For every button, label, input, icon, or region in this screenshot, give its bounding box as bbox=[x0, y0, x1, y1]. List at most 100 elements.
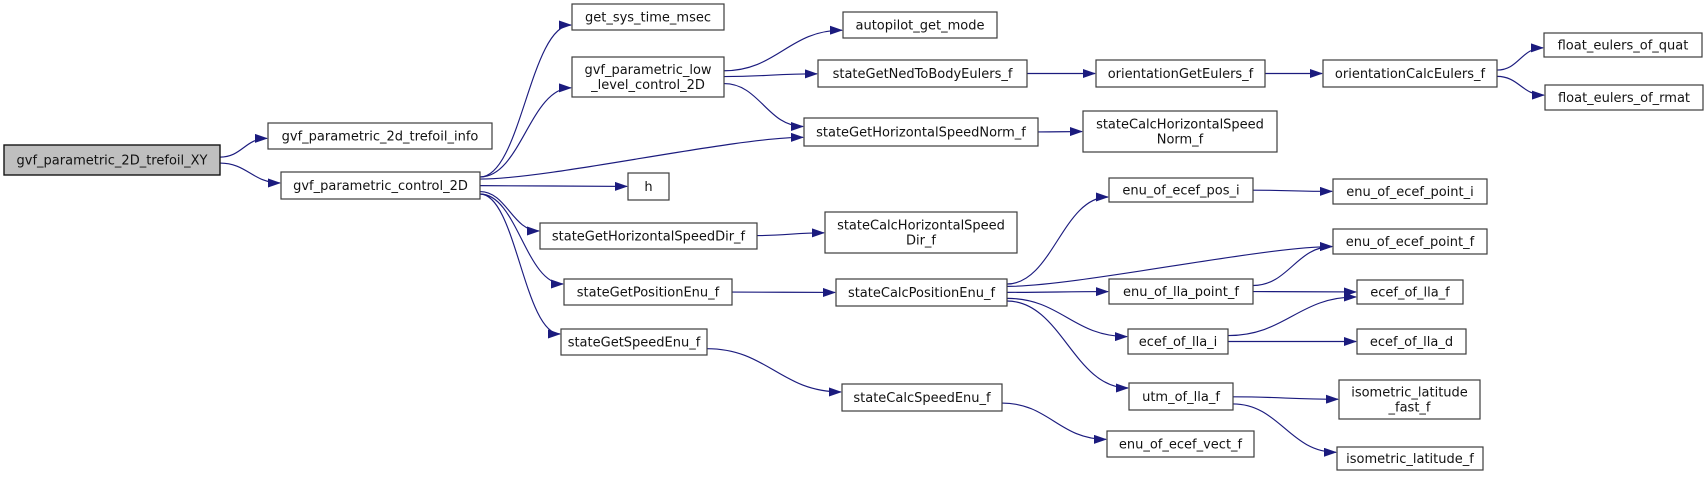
node-orientationCalcEulers_f[interactable]: orientationCalcEulers_f bbox=[1322, 59, 1498, 88]
node-box bbox=[1332, 178, 1488, 205]
edge-enu_of_ecef_pos_i-to-enu_of_ecef_point_i bbox=[1252, 186, 1333, 196]
node-box bbox=[842, 11, 998, 39]
node-box bbox=[1108, 278, 1254, 305]
edge-stateCalcPositionEnu_f-to-utm_of_lla_f bbox=[1006, 300, 1129, 393]
node-box bbox=[1356, 279, 1464, 305]
node-box bbox=[1108, 177, 1254, 203]
edge-stateCalcSpeedEnu_f-to-enu_of_ecef_vect_f bbox=[1001, 402, 1107, 444]
node-orientationGetEulers_f[interactable]: orientationGetEulers_f bbox=[1095, 59, 1266, 88]
edge-gvf_parametric_control_2D-to-h bbox=[479, 181, 628, 191]
node-utm_of_lla_f[interactable]: utm_of_lla_f bbox=[1128, 382, 1234, 411]
node-enu_of_ecef_point_i[interactable]: enu_of_ecef_point_i bbox=[1332, 178, 1488, 205]
node-stateGetHorizontalSpeedDir_f[interactable]: stateGetHorizontalSpeedDir_f bbox=[539, 222, 758, 250]
node-label: isometric_latitude_f bbox=[1346, 452, 1474, 467]
node-label: ecef_of_lla_d bbox=[1370, 335, 1453, 350]
nodes-layer: gvf_parametric_2D_trefoil_XY gvf_parametr… bbox=[3, 3, 1704, 471]
node-label: h bbox=[644, 180, 652, 195]
node-box bbox=[1336, 446, 1484, 471]
node-box bbox=[817, 59, 1028, 88]
node-ecef_of_lla_d[interactable]: ecef_of_lla_d bbox=[1356, 328, 1467, 355]
edge-stateGetSpeedEnu_f-to-stateCalcSpeedEnu_f bbox=[706, 348, 842, 397]
node-box bbox=[1095, 59, 1266, 88]
node-float_eulers_of_quat[interactable]: float_eulers_of_quat bbox=[1543, 32, 1703, 58]
node-label: enu_of_ecef_point_f bbox=[1346, 235, 1475, 250]
node-label: gvf_parametric_2D_trefoil_XY bbox=[17, 154, 208, 169]
node-label: orientationGetEulers_f bbox=[1108, 67, 1254, 82]
edge-gvf_parametric_low_level_control_2D-to-autopilot_get_mode bbox=[723, 25, 843, 72]
edge-gvf_parametric_2D_trefoil_XY-to-gvf_parametric_control_2D bbox=[219, 162, 281, 188]
node-gvf_parametric_2D_trefoil_XY[interactable]: gvf_parametric_2D_trefoil_XY bbox=[3, 144, 221, 176]
node-box bbox=[803, 117, 1039, 147]
node-stateCalcSpeedEnu_f[interactable]: stateCalcSpeedEnu_f bbox=[841, 383, 1003, 412]
node-label: enu_of_ecef_pos_i bbox=[1122, 184, 1239, 199]
edge-gvf_parametric_low_level_control_2D-to-stateGetNedToBodyEulers_f bbox=[723, 69, 818, 79]
node-box bbox=[1106, 430, 1255, 458]
node-enu_of_ecef_vect_f[interactable]: enu_of_ecef_vect_f bbox=[1106, 430, 1255, 458]
node-label: float_eulers_of_rmat bbox=[1558, 91, 1690, 106]
node-stateCalcPositionEnu_f[interactable]: stateCalcPositionEnu_f bbox=[835, 278, 1008, 307]
node-gvf_parametric_low_level_control_2D[interactable]: gvf_parametric_low_level_control_2D bbox=[571, 56, 725, 98]
node-label: ecef_of_lla_i bbox=[1139, 335, 1218, 350]
node-label: float_eulers_of_quat bbox=[1558, 39, 1689, 54]
node-label: stateGetNedToBodyEulers_f bbox=[833, 67, 1013, 82]
node-label: autopilot_get_mode bbox=[856, 19, 985, 34]
node-box bbox=[1332, 228, 1488, 255]
node-box bbox=[571, 3, 725, 31]
node-box bbox=[571, 56, 725, 98]
node-ecef_of_lla_f[interactable]: ecef_of_lla_f bbox=[1356, 279, 1464, 305]
node-box bbox=[1544, 84, 1704, 111]
node-gvf_parametric_control_2D[interactable]: gvf_parametric_control_2D bbox=[280, 171, 481, 200]
edge-gvf_parametric_control_2D-to-stateGetPositionEnu_f bbox=[479, 193, 564, 289]
node-box bbox=[824, 211, 1018, 254]
edge-utm_of_lla_f-to-isometric_latitude_fast_f bbox=[1232, 394, 1339, 404]
node-box bbox=[539, 222, 758, 250]
node-stateGetSpeedEnu_f[interactable]: stateGetSpeedEnu_f bbox=[560, 328, 708, 356]
node-box bbox=[1082, 110, 1278, 153]
node-float_eulers_of_rmat[interactable]: float_eulers_of_rmat bbox=[1544, 84, 1704, 111]
edge-gvf_parametric_control_2D-to-stateGetSpeedEnu_f bbox=[479, 193, 561, 339]
edge-stateCalcPositionEnu_f-to-enu_of_ecef_point_f bbox=[1006, 242, 1333, 287]
node-ecef_of_lla_i[interactable]: ecef_of_lla_i bbox=[1127, 328, 1229, 355]
edge-gvf_parametric_2D_trefoil_XY-to-gvf_parametric_2d_trefoil_info bbox=[219, 133, 268, 158]
node-box bbox=[280, 171, 481, 200]
node-label: stateGetSpeedEnu_f bbox=[568, 336, 701, 351]
node-box bbox=[1338, 379, 1481, 420]
node-autopilot_get_mode[interactable]: autopilot_get_mode bbox=[842, 11, 998, 39]
node-isometric_latitude_f[interactable]: isometric_latitude_f bbox=[1336, 446, 1484, 471]
node-get_sys_time_msec[interactable]: get_sys_time_msec bbox=[571, 3, 725, 31]
node-stateGetNedToBodyEulers_f[interactable]: stateGetNedToBodyEulers_f bbox=[817, 59, 1028, 88]
node-h[interactable]: h bbox=[627, 172, 670, 201]
edge-gvf_parametric_control_2D-to-stateGetHorizontalSpeedDir_f bbox=[479, 190, 540, 236]
edge-gvf_parametric_control_2D-to-get_sys_time_msec bbox=[479, 20, 572, 178]
node-label: gvf_parametric_control_2D bbox=[293, 179, 468, 194]
edge-orientationCalcEulers_f-to-float_eulers_of_rmat bbox=[1496, 75, 1545, 100]
node-box bbox=[3, 144, 221, 176]
node-label: stateGetPositionEnu_f bbox=[577, 286, 720, 301]
node-gvf_parametric_2d_trefoil_info[interactable]: gvf_parametric_2d_trefoil_info bbox=[267, 122, 493, 150]
node-label: ecef_of_lla_f bbox=[1370, 286, 1450, 301]
node-label: orientationCalcEulers_f bbox=[1335, 67, 1486, 82]
node-label: gvf_parametric_2d_trefoil_info bbox=[282, 130, 479, 145]
node-enu_of_ecef_point_f[interactable]: enu_of_ecef_point_f bbox=[1332, 228, 1488, 255]
node-enu_of_lla_point_f[interactable]: enu_of_lla_point_f bbox=[1108, 278, 1254, 305]
node-box bbox=[560, 328, 708, 356]
edges-layer bbox=[219, 20, 1545, 457]
node-box bbox=[841, 383, 1003, 412]
edge-stateCalcPositionEnu_f-to-enu_of_ecef_pos_i bbox=[1006, 192, 1109, 285]
node-stateGetHorizontalSpeedNorm_f[interactable]: stateGetHorizontalSpeedNorm_f bbox=[803, 117, 1039, 147]
node-box bbox=[563, 278, 733, 306]
node-isometric_latitude_fast_f[interactable]: isometric_latitude_fast_f bbox=[1338, 379, 1481, 420]
node-label: isometric_latitude_fast_f bbox=[1351, 386, 1468, 416]
node-enu_of_ecef_pos_i[interactable]: enu_of_ecef_pos_i bbox=[1108, 177, 1254, 203]
edge-stateGetHorizontalSpeedDir_f-to-stateCalcHorizontalSpeedDir_f bbox=[756, 228, 825, 238]
node-label: enu_of_lla_point_f bbox=[1123, 285, 1239, 300]
node-label: stateGetHorizontalSpeedNorm_f bbox=[816, 126, 1026, 141]
node-label: utm_of_lla_f bbox=[1142, 390, 1220, 405]
node-box bbox=[1356, 328, 1467, 355]
node-label: stateCalcPositionEnu_f bbox=[848, 286, 996, 301]
node-stateGetPositionEnu_f[interactable]: stateGetPositionEnu_f bbox=[563, 278, 733, 306]
